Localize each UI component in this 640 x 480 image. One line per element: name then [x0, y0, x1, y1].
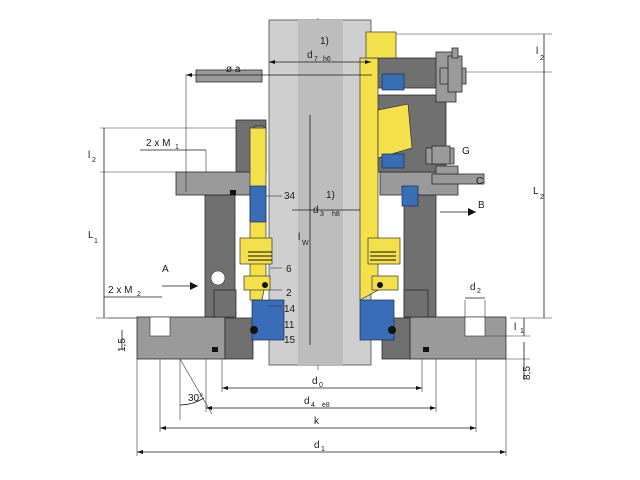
d2-label: d: [470, 282, 476, 293]
part-11: 11: [284, 320, 295, 331]
lw-sub: W: [302, 240, 309, 247]
dim-d7: 1) d 7 h6: [269, 36, 371, 64]
dim-oa: ø a: [185, 64, 372, 192]
port-G-label: G: [462, 146, 470, 157]
l1-sub: 1: [520, 328, 524, 335]
M2-label: 2 x M: [108, 285, 132, 296]
d7-tol: h6: [323, 56, 331, 63]
port-C: C: [476, 176, 483, 187]
d3-label: d: [313, 205, 319, 216]
part-15: 15: [284, 335, 296, 346]
d4-tol: e8: [322, 402, 330, 409]
dim-lw: l W: [298, 115, 311, 345]
d3-note: 1): [326, 190, 335, 201]
bolt-assembly: [431, 47, 463, 175]
dim-d2: d 2: [464, 282, 486, 318]
d1-label: d: [314, 440, 320, 451]
dim-k: k: [159, 359, 477, 432]
k-label: k: [314, 416, 320, 427]
dim-l1: l 1: [486, 318, 530, 337]
M2-sub: 2: [137, 291, 141, 298]
d2-sub: 2: [477, 288, 481, 295]
seal-faces: [249, 73, 419, 341]
dim-85: 8,5: [506, 342, 533, 380]
port-G: G: [462, 146, 470, 157]
dim-d3: 1) d 3 h8: [292, 190, 360, 218]
dim-d0: d 0: [221, 359, 423, 392]
d3-tol: h8: [332, 211, 340, 218]
v15-label: 1,5: [117, 338, 128, 352]
callout-M2: 2 x M 2: [104, 285, 162, 298]
d1-sub: 1: [321, 446, 325, 453]
M1-label: 2 x M: [146, 138, 170, 149]
L2-sub: 2: [540, 194, 544, 201]
port-A: A: [162, 264, 198, 290]
part-2: 2: [286, 288, 292, 299]
angle-label: 30°: [188, 393, 203, 404]
l1-label: l: [514, 322, 516, 333]
angle-30: 30°: [179, 358, 213, 420]
d4-sub: 4: [311, 402, 315, 409]
d7-label: d: [307, 50, 313, 61]
dim-l2-top: l 2: [396, 33, 552, 73]
l2-top-label: l: [536, 46, 538, 57]
oa-label: ø a: [226, 64, 241, 75]
part-numbers: 34 6 2 14 11 15: [266, 191, 296, 346]
dim-d1: d 1: [136, 359, 507, 456]
dim-15: 1,5: [108, 317, 137, 352]
d3-sub: 3: [320, 211, 324, 218]
dim-d4: d 4 e8: [205, 359, 437, 412]
l2-left-label: l: [88, 150, 90, 161]
port-B: B: [440, 200, 485, 216]
l2-top-sub: 2: [540, 55, 544, 62]
L1-sub: 1: [94, 238, 98, 245]
part-34: 34: [284, 191, 296, 202]
d0-label: d: [312, 376, 318, 387]
part-6: 6: [286, 264, 292, 275]
M1-sub: 1: [175, 144, 179, 151]
d7-sub: 7: [314, 56, 318, 63]
d7-note: 1): [320, 36, 329, 47]
v85-label: 8,5: [522, 366, 533, 380]
port-C-label: C: [476, 176, 483, 187]
L2-label: L: [533, 186, 539, 197]
shaft-inner: [298, 20, 343, 365]
L1-label: L: [88, 230, 94, 241]
l2-left-sub: 2: [92, 157, 96, 164]
lw-label: l: [298, 232, 300, 243]
springs: [248, 251, 396, 261]
callout-M1: 2 x M 1: [140, 138, 207, 172]
port-B-label: B: [478, 200, 485, 211]
dim-L2: L 2: [510, 72, 552, 319]
d0-sub: 0: [319, 382, 323, 389]
d4-label: d: [304, 396, 310, 407]
part-14: 14: [284, 304, 296, 315]
base-flange: [136, 316, 507, 360]
port-A-label: A: [162, 264, 169, 275]
